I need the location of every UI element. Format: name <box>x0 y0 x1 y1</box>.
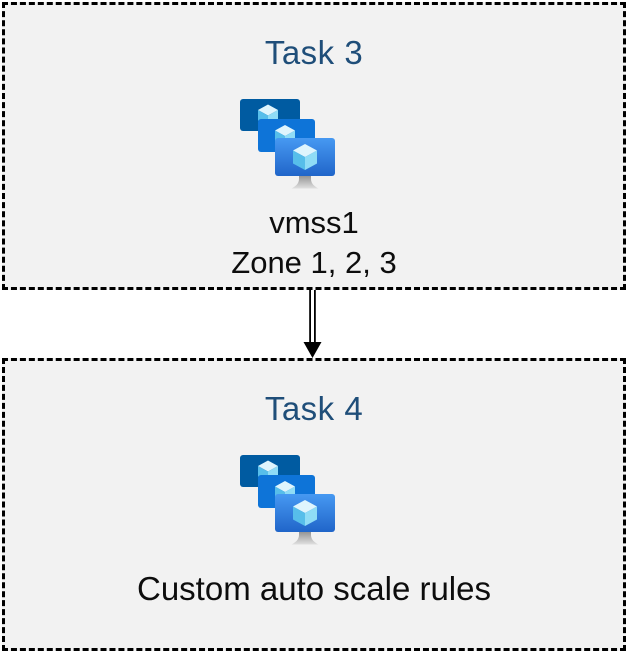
zones-label: Zone 1, 2, 3 <box>231 245 397 280</box>
arrow-down-connector <box>303 290 322 358</box>
task4-box: Task 4 <box>2 358 626 651</box>
task4-label: Custom auto scale rules <box>137 569 491 609</box>
monitor-stand <box>291 175 319 189</box>
vm-scale-sets-icon <box>240 455 335 545</box>
task4-title: Task 4 <box>264 390 364 427</box>
task3-box: Task 3 <box>2 2 626 290</box>
monitor-stand <box>291 531 319 545</box>
cube-front <box>293 144 317 170</box>
vmss-name-label: vmss1 <box>269 205 359 240</box>
task3-title: Task 3 <box>264 34 364 71</box>
cube-front <box>293 500 317 526</box>
autoscale-rules-label: Custom auto scale rules <box>137 570 491 607</box>
task3-label: vmss1 Zone 1, 2, 3 <box>231 203 396 283</box>
arrowhead <box>303 342 322 358</box>
vm-scale-sets-icon <box>240 99 335 189</box>
